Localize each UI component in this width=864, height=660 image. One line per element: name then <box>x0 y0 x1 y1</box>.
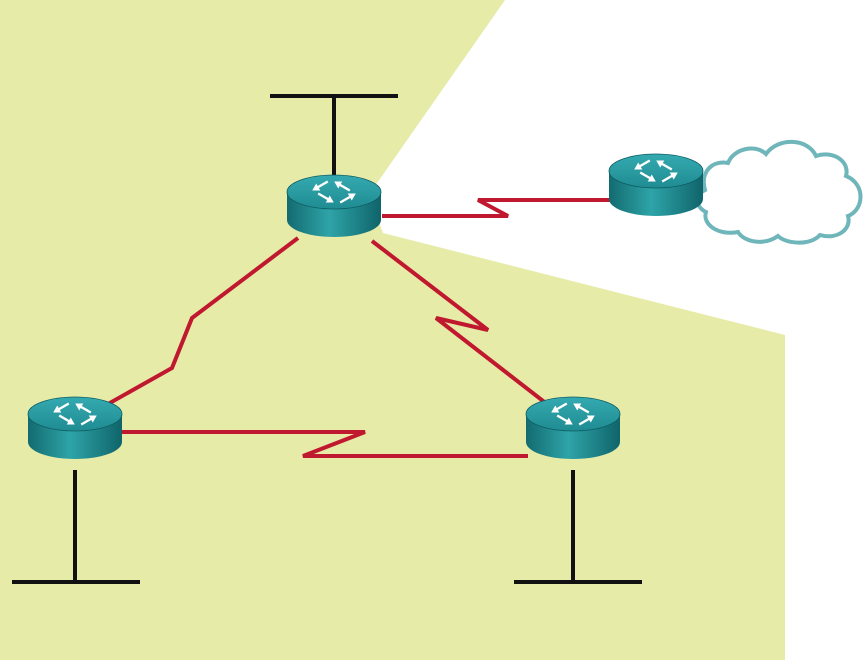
serial-link-top-right <box>370 239 558 413</box>
serial-link-top-left <box>91 236 300 415</box>
lan-segment-right <box>514 470 642 584</box>
router-icon <box>27 396 123 459</box>
routers-layer <box>27 153 704 459</box>
serial-link-top-isp <box>382 198 610 218</box>
shaded-network-area <box>0 0 785 660</box>
serial-link-left-right <box>118 430 528 458</box>
router-icon <box>525 396 621 459</box>
cloud-icon <box>695 139 863 245</box>
lan-segment-left <box>12 470 140 584</box>
router-icon <box>286 174 382 237</box>
router-icon <box>608 153 704 216</box>
